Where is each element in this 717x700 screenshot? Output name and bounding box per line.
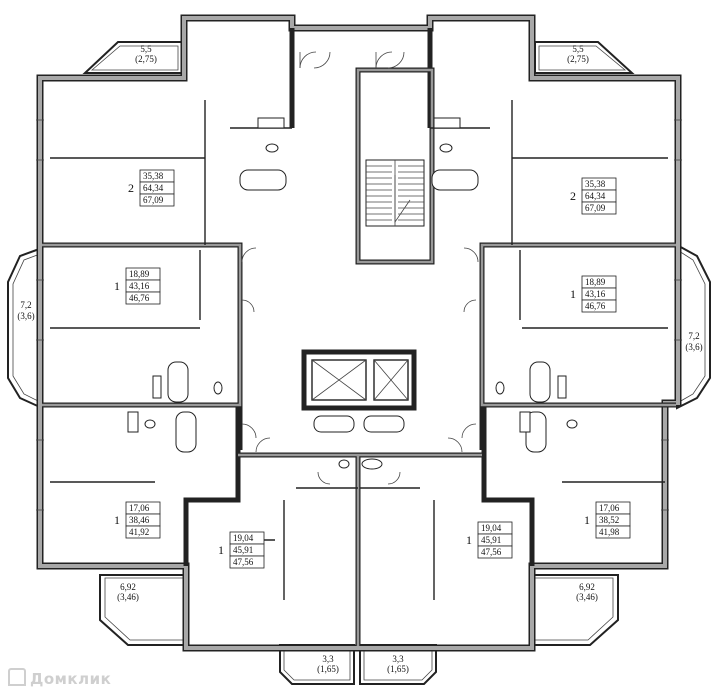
svg-text:43,16: 43,16 [585, 289, 606, 299]
apartment-tag-ne: 2 35,38 64,34 67,09 [570, 177, 617, 215]
svg-text:17,06: 17,06 [129, 503, 150, 513]
svg-text:1: 1 [218, 543, 224, 557]
svg-text:38,52: 38,52 [599, 515, 619, 525]
svg-text:1: 1 [570, 287, 576, 301]
balcony-area-label-mid-left: 7,2 (3,6) [17, 300, 34, 321]
balcony-low-left [99, 574, 189, 646]
balcony-area-label-mid-right: 7,2 (3,6) [685, 331, 702, 352]
svg-text:1: 1 [584, 513, 590, 527]
house-icon [8, 668, 26, 686]
svg-text:(2,75): (2,75) [567, 54, 589, 64]
apartment-tag-el: 1 18,89 43,16 46,76 [570, 275, 617, 313]
svg-text:5,5: 5,5 [572, 44, 584, 54]
svg-text:19,04: 19,04 [233, 533, 254, 543]
svg-text:(3,46): (3,46) [117, 592, 139, 602]
svg-text:47,56: 47,56 [481, 547, 502, 557]
svg-text:35,38: 35,38 [143, 171, 164, 181]
svg-text:2: 2 [128, 181, 134, 195]
svg-text:41,92: 41,92 [129, 527, 149, 537]
svg-text:6,92: 6,92 [120, 582, 136, 592]
svg-text:(2,75): (2,75) [135, 54, 157, 64]
apartment-tag-nw: 2 35,38 64,34 67,09 [128, 169, 175, 207]
balcony-low-right [529, 574, 619, 646]
svg-text:18,89: 18,89 [129, 269, 150, 279]
svg-text:67,09: 67,09 [143, 195, 164, 205]
svg-text:17,06: 17,06 [599, 503, 620, 513]
svg-text:19,04: 19,04 [481, 523, 502, 533]
apartment-tag-se: 1 17,06 38,52 41,98 [584, 501, 631, 539]
svg-text:6,92: 6,92 [579, 582, 595, 592]
watermark-text: Домклик [30, 670, 112, 688]
svg-text:7,2: 7,2 [688, 331, 699, 341]
lift-shafts [311, 359, 409, 401]
apartment-tag-sw: 1 17,06 38,46 41,92 [114, 501, 161, 539]
svg-text:(3,46): (3,46) [576, 592, 598, 602]
balcony-mid-right [676, 243, 711, 410]
apartment-tag-sse: 1 19,04 45,91 47,56 [466, 521, 513, 559]
svg-text:3,3: 3,3 [322, 654, 334, 664]
balcony-top-left [82, 41, 183, 74]
svg-text:45,91: 45,91 [233, 545, 253, 555]
svg-text:41,98: 41,98 [599, 527, 620, 537]
svg-text:5,5: 5,5 [140, 44, 152, 54]
svg-text:(3,6): (3,6) [17, 311, 34, 321]
svg-text:64,34: 64,34 [585, 191, 606, 201]
svg-text:1: 1 [466, 533, 472, 547]
balcony-area-label-top-left: 5,5 (2,75) [135, 44, 157, 64]
bathtub-icon [167, 169, 551, 453]
svg-text:67,09: 67,09 [585, 203, 606, 213]
domclick-watermark: Домклик [8, 668, 111, 688]
svg-text:1: 1 [114, 513, 120, 527]
sink-icon [127, 117, 567, 470]
svg-text:64,34: 64,34 [143, 183, 164, 193]
svg-text:46,76: 46,76 [585, 301, 606, 311]
svg-text:38,46: 38,46 [129, 515, 150, 525]
svg-text:46,76: 46,76 [129, 293, 150, 303]
apartment-tag-wl: 1 18,89 43,16 46,76 [114, 267, 161, 305]
balcony-area-label-low-right: 6,92 (3,46) [576, 582, 598, 602]
svg-text:(1,65): (1,65) [317, 664, 339, 674]
svg-text:3,3: 3,3 [392, 654, 404, 664]
door-swings [241, 51, 479, 485]
svg-text:43,16: 43,16 [129, 281, 150, 291]
staircase [365, 159, 425, 227]
balcony-area-label-bottom-left: 3,3 (1,65) [317, 654, 339, 674]
apartment-tag-ssw: 1 19,04 45,91 47,56 [218, 531, 265, 569]
svg-text:35,38: 35,38 [585, 179, 606, 189]
svg-text:18,89: 18,89 [585, 277, 606, 287]
balcony-area-label-bottom-right: 3,3 (1,65) [387, 654, 409, 674]
svg-text:7,2: 7,2 [20, 300, 31, 310]
svg-text:(1,65): (1,65) [387, 664, 409, 674]
svg-text:1: 1 [114, 279, 120, 293]
svg-text:(3,6): (3,6) [685, 342, 702, 352]
toilet-icon [144, 143, 578, 469]
balcony-area-label-top-right: 5,5 (2,75) [567, 44, 589, 64]
balcony-area-label-low-left: 6,92 (3,46) [117, 582, 139, 602]
svg-text:2: 2 [570, 189, 576, 203]
svg-text:45,91: 45,91 [481, 535, 501, 545]
svg-text:47,56: 47,56 [233, 557, 254, 567]
outer-walls [36, 14, 682, 652]
interior-walls [42, 28, 676, 646]
